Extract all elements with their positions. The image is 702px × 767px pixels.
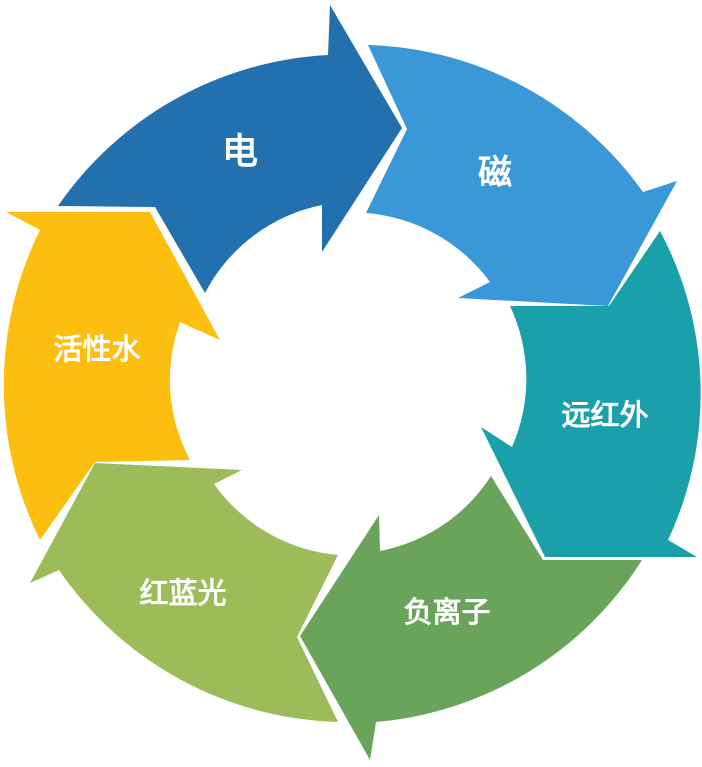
segment-arrow-ci bbox=[366, 45, 677, 306]
segment-label-dian: 电 bbox=[222, 132, 258, 173]
segment-arrow-huoxingshui bbox=[3, 212, 221, 540]
segment-label-ci: 磁 bbox=[478, 153, 512, 193]
segment-arrow-yuanhongwai bbox=[481, 231, 701, 557]
cycle-segments bbox=[3, 5, 701, 760]
segment-arrow-fulizi bbox=[300, 476, 642, 760]
segment-label-fulizi: 负离子 bbox=[403, 595, 490, 629]
segment-arrow-dian bbox=[58, 5, 402, 293]
segment-label-yuanhongwai: 远红外 bbox=[561, 398, 648, 432]
segment-label-huoxingshui: 活性水 bbox=[53, 332, 141, 366]
segment-label-honglanguang: 红蓝光 bbox=[139, 576, 226, 610]
cycle-labels: 电 磁 远红外 负离子 红蓝光 活性水 bbox=[53, 132, 648, 630]
segment-arrow-honglanguang bbox=[30, 463, 338, 722]
